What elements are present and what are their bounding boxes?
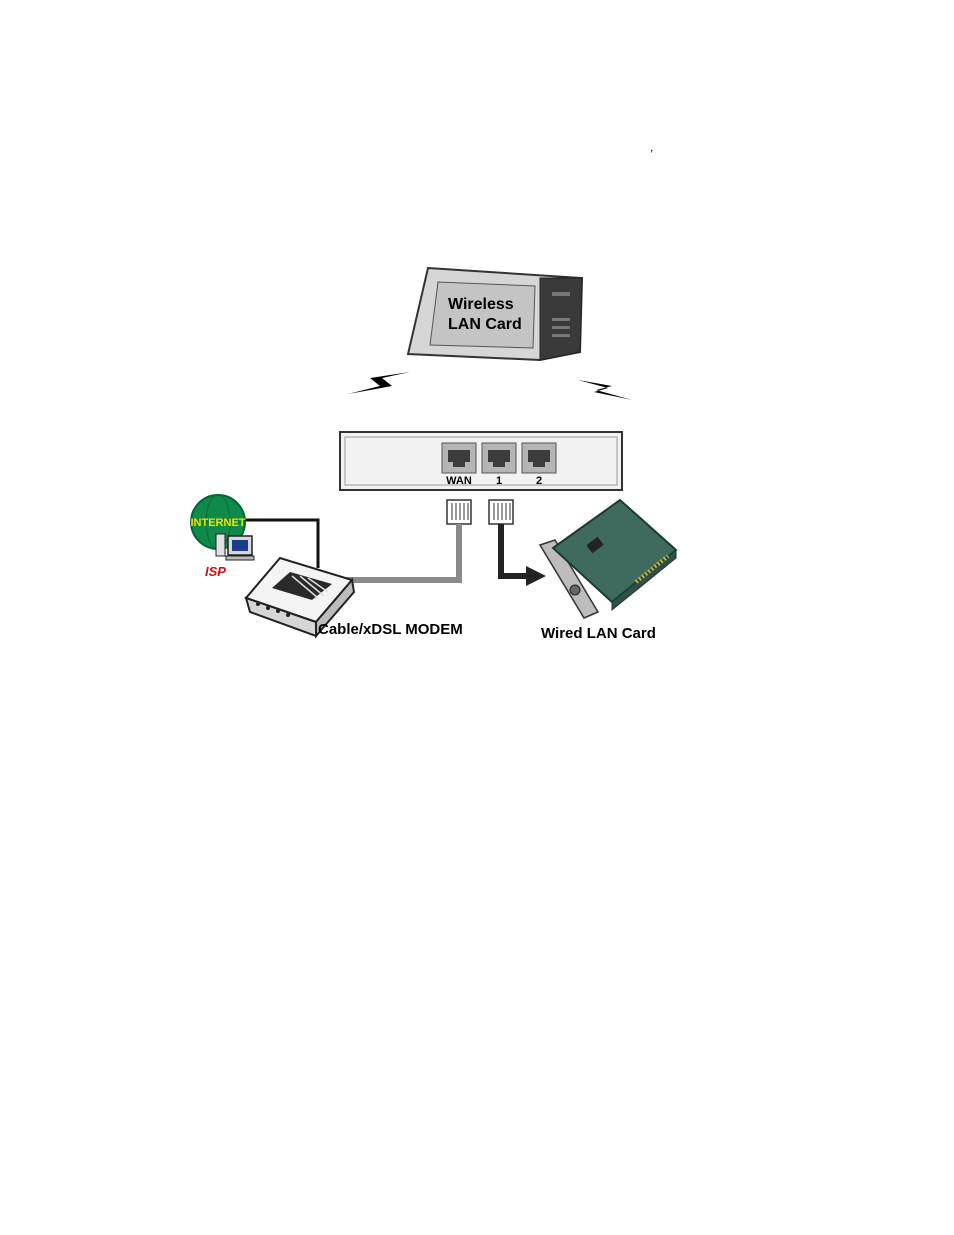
stray-mark: , xyxy=(650,140,654,154)
internet-globe-text: INTERNET xyxy=(191,517,246,529)
wan-cable xyxy=(345,524,462,583)
router-port-wan-icon xyxy=(441,442,477,474)
router-port-label-2: 2 xyxy=(536,475,542,487)
router-port-label-1: 1 xyxy=(496,475,502,487)
wireless-lan-card: Wireless LAN Card xyxy=(406,266,584,362)
modem-icon xyxy=(244,556,356,639)
wireless-signal-left-icon xyxy=(348,372,410,394)
router-port-label-wan: WAN xyxy=(446,475,472,487)
modem-label: Cable/xDSL MODEM xyxy=(318,621,463,638)
router-port-2-icon xyxy=(521,442,557,474)
wired-card-label: Wired LAN Card xyxy=(541,625,656,642)
network-diagram: Wireless LAN Card WAN 1 2 xyxy=(190,266,678,642)
rj45-plug-lan1-icon xyxy=(488,499,514,525)
isp-label: ISP xyxy=(205,564,226,579)
wired-lan-card-icon xyxy=(538,498,678,619)
wireless-signal-right-icon xyxy=(578,380,632,400)
rj45-plug-wan-icon xyxy=(446,499,472,525)
router: WAN 1 2 xyxy=(339,431,623,491)
wireless-card-label-line2: LAN Card xyxy=(448,316,522,333)
lan-cable xyxy=(498,524,528,579)
router-port-1-icon xyxy=(481,442,517,474)
lan-cable-arrow-icon xyxy=(526,566,546,586)
internet-cable xyxy=(245,518,320,568)
computer-icon xyxy=(215,533,255,561)
wireless-card-label-line1: Wireless xyxy=(448,296,514,313)
